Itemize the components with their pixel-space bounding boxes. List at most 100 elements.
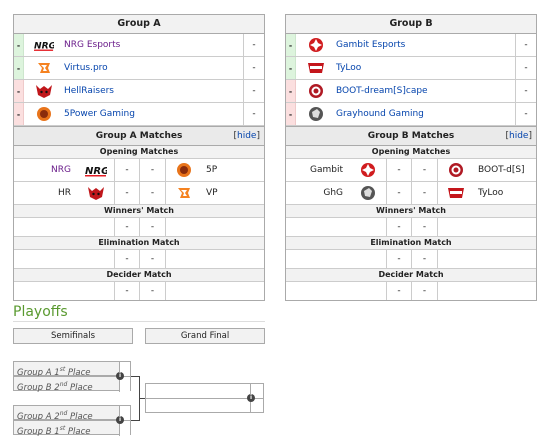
hide-toggle[interactable]: [hide] [505, 131, 533, 141]
match-score-left: - [114, 182, 139, 204]
hide-link[interactable]: hide [509, 131, 529, 141]
match-team-left[interactable]: HR [57, 188, 71, 198]
group-a-title: Group A [14, 15, 264, 34]
matches-title: Group A Matches [95, 131, 183, 141]
team-status: - [286, 103, 296, 125]
virtuspro-logo-icon [34, 60, 54, 76]
match-row: Gambit - - BOOT-d[S] [286, 159, 536, 182]
elimination-match-header: Elimination Match [286, 237, 536, 250]
group-a-team-row: - NRG NRG Esports - [14, 34, 264, 57]
bracket-slot: Group A 1st Place [13, 361, 131, 378]
team-link-5power-gaming[interactable]: 5Power Gaming [64, 109, 135, 119]
grayhound-logo-icon [350, 182, 386, 204]
winners-match-header: Winners' Match [14, 205, 264, 218]
match-score-right: - [411, 159, 438, 181]
slot-score [119, 362, 130, 377]
match-score-left: - [114, 218, 139, 236]
team-link-boot-dreamscape[interactable]: BOOT-dream[S]cape [336, 86, 428, 96]
winners-match-row: - - [286, 218, 536, 237]
round-header-grand-final: Grand Final [145, 328, 265, 344]
opening-matches-header: Opening Matches [286, 146, 536, 159]
bracket-slot: Group A 2nd Place [13, 405, 131, 422]
team-status: - [286, 80, 296, 102]
hellraisers-logo-icon [34, 83, 54, 99]
elimination-match-row: - - [286, 250, 536, 269]
team-link-nrg-esports[interactable]: NRG Esports [64, 40, 121, 50]
round-header-semifinals: Semifinals [13, 328, 133, 344]
group-b-team-row: - TyLoo - [286, 57, 536, 80]
tyloo-logo-icon [306, 60, 326, 76]
team-score: - [243, 103, 264, 125]
match-team-left[interactable]: Gambit [310, 165, 343, 175]
match-score-right: - [139, 159, 166, 181]
match-team-left[interactable]: NRG [51, 165, 71, 175]
team-score: - [515, 57, 536, 79]
bracket-connector [131, 420, 139, 421]
match-info-icon[interactable]: i [116, 372, 124, 380]
gambit-logo-icon [306, 37, 326, 53]
elimination-match-header: Elimination Match [14, 237, 264, 250]
playoffs-heading: Playoffs [13, 304, 68, 320]
svg-text:NRG: NRG [85, 166, 107, 177]
match-score-right: - [411, 282, 438, 300]
group-a-matches-header: Group A Matches [hide] [14, 126, 264, 146]
group-a-team-row: - Virtus.pro - [14, 57, 264, 80]
group-a-team-row: - 5Power Gaming - [14, 103, 264, 126]
team-status: - [286, 34, 296, 56]
match-team-right[interactable]: TyLoo [478, 188, 504, 198]
match-row: NRG NRG - - 5P [14, 159, 264, 182]
team-status: - [286, 57, 296, 79]
team-link-gambit-esports[interactable]: Gambit Esports [336, 40, 406, 50]
group-b-team-row: - Grayhound Gaming - [286, 103, 536, 126]
opening-matches-header: Opening Matches [14, 146, 264, 159]
match-team-right[interactable]: 5P [206, 165, 218, 175]
match-score-right: - [139, 218, 166, 236]
bracket-connector [139, 398, 145, 399]
decider-match-row: - - [14, 282, 264, 300]
match-team-right[interactable]: BOOT-d[S] [478, 165, 525, 175]
match-row: HR - - VP [14, 182, 264, 205]
team-status: - [14, 80, 24, 102]
match-score-left: - [114, 250, 139, 268]
team-link-hellraisers[interactable]: HellRaisers [64, 86, 114, 96]
match-team-left[interactable]: GhG [323, 188, 343, 198]
team-score: - [243, 34, 264, 56]
tyloo-logo-icon [436, 182, 476, 204]
match-score-left: - [386, 282, 411, 300]
team-link-virtus-pro[interactable]: Virtus.pro [64, 63, 108, 73]
team-link-tyloo[interactable]: TyLoo [336, 63, 362, 73]
team-score: - [515, 34, 536, 56]
group-b-title: Group B [286, 15, 536, 34]
boot-logo-icon [306, 83, 326, 99]
slot-score [119, 406, 130, 421]
slot-score [119, 421, 130, 436]
match-score-right: - [411, 218, 438, 236]
bracket-slot: Group B 1st Place [13, 420, 131, 437]
virtuspro-logo-icon [164, 182, 204, 204]
team-score: - [515, 103, 536, 125]
winners-match-header: Winners' Match [286, 205, 536, 218]
team-score: - [243, 57, 264, 79]
match-score-right: - [139, 282, 166, 300]
nrg-logo-icon: NRG [34, 37, 54, 53]
match-info-icon[interactable]: i [116, 416, 124, 424]
5power-logo-icon [34, 106, 54, 122]
group-b-panel: Group B - Gambit Esports - - TyLoo - - B… [285, 14, 537, 301]
bracket-slot: Group B 2nd Place [13, 376, 131, 393]
match-info-icon[interactable]: i [247, 394, 255, 402]
hide-toggle[interactable]: [hide] [233, 131, 261, 141]
heading-divider [13, 321, 265, 322]
group-b-matches-header: Group B Matches [hide] [286, 126, 536, 146]
match-score-right: - [139, 250, 166, 268]
hide-link[interactable]: hide [237, 131, 257, 141]
match-team-right[interactable]: VP [206, 188, 218, 198]
team-score: - [243, 80, 264, 102]
bracket-connector [131, 376, 139, 377]
match-score-left: - [386, 250, 411, 268]
team-status: - [14, 57, 24, 79]
svg-text:NRG: NRG [34, 42, 54, 52]
group-a-panel: Group A - NRG NRG Esports - - Virtus.pro… [13, 14, 265, 301]
team-link-grayhound-gaming[interactable]: Grayhound Gaming [336, 109, 424, 119]
decider-match-header: Decider Match [14, 269, 264, 282]
grand-final-match [145, 383, 264, 413]
